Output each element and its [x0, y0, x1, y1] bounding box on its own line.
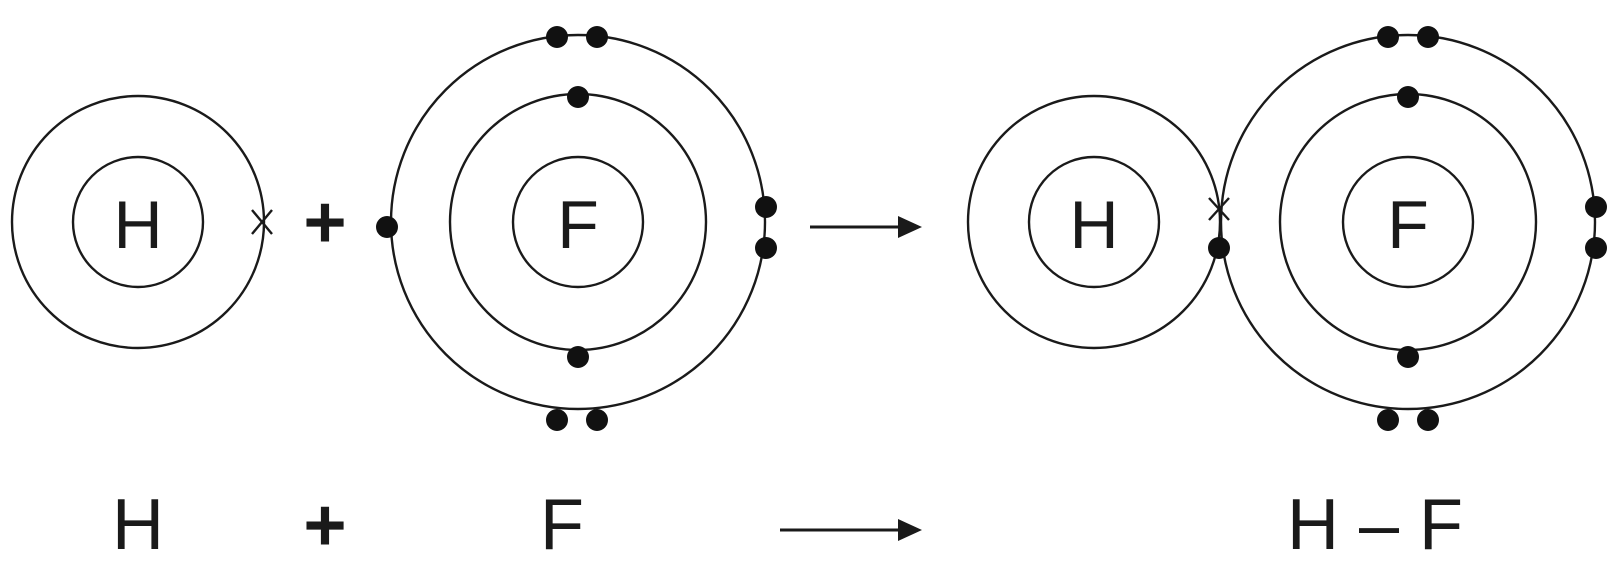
inner-electron [567, 346, 589, 368]
reactant-hydrogen-atom: H [10, 94, 273, 350]
hydrogen-outer-shell [10, 94, 266, 350]
outer-electron-unpaired [376, 216, 398, 238]
equation-fluorine: F [540, 485, 584, 565]
equation-product: H – F [1287, 485, 1463, 565]
product-hydrogen-nucleus [1027, 155, 1161, 289]
inner-electron [567, 86, 589, 108]
outer-electron [546, 409, 568, 431]
inner-electron [1397, 346, 1419, 368]
outer-electron [586, 26, 608, 48]
outer-electron [546, 26, 568, 48]
fluorine-symbol: F [557, 187, 599, 263]
outer-electron [1377, 26, 1399, 48]
reactant-fluorine-atom: F [376, 26, 777, 431]
product-fluorine-nucleus [1341, 155, 1475, 289]
outer-electron [1377, 409, 1399, 431]
shared-electron [1208, 237, 1230, 259]
outer-electron [755, 196, 777, 218]
shared-electron-cross [1208, 197, 1230, 221]
hydrogen-symbol: H [113, 187, 162, 263]
reactant-plus-sign: + [303, 181, 346, 264]
product-fluorine-outer-shell [1219, 33, 1597, 411]
hydrogen-nucleus [71, 155, 205, 289]
outer-electron [755, 237, 777, 259]
equation-arrow [780, 519, 922, 541]
product-molecule: H F [966, 26, 1607, 431]
equation-hydrogen: H [112, 485, 164, 565]
fluorine-nucleus [511, 155, 645, 289]
equation-plus-sign: + [303, 484, 346, 567]
outer-electron [1417, 26, 1439, 48]
outer-electron [1585, 237, 1607, 259]
hydrogen-electron-cross [251, 209, 273, 235]
inner-electron [1397, 86, 1419, 108]
outer-electron [586, 409, 608, 431]
outer-electron [1417, 409, 1439, 431]
product-fluorine-symbol: F [1387, 187, 1429, 263]
reaction-arrow [810, 216, 922, 238]
outer-electron [1585, 196, 1607, 218]
product-hydrogen-symbol: H [1069, 187, 1118, 263]
equation-row: H + F H – F [112, 484, 1463, 567]
